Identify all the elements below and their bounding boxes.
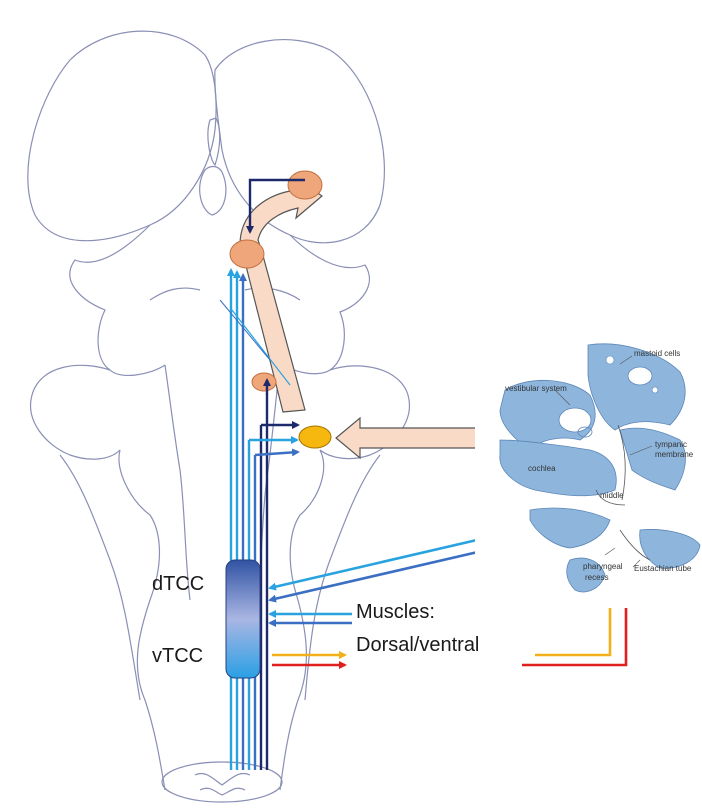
vtcc-label: vTCC <box>152 645 203 667</box>
ascending-fibers <box>219 178 305 770</box>
brainstem-outline <box>27 30 410 803</box>
ear-label-cochlea: cochlea <box>528 464 556 473</box>
ear-label-vestibular: vestibular system <box>505 384 567 393</box>
ear-label-middle: middle <box>600 491 624 500</box>
dtcc-label: dTCC <box>152 573 204 595</box>
muscles-label-line2: Dorsal/ventral <box>356 634 479 656</box>
lower-nucleus <box>251 372 277 392</box>
ear-label-tympanic-1: tympanic <box>655 440 687 449</box>
muscles-label-line1: Muscles: <box>356 601 435 623</box>
ear-diagram: mastoid cells vestibular system tympanic… <box>475 338 702 608</box>
ear-label-eustachian: Eustachian tube <box>634 564 692 573</box>
trigeminal-pathway-arrow <box>239 176 323 413</box>
ear-label-pharyngeal-1: pharyngeal <box>583 562 623 571</box>
ear-label-mastoid: mastoid cells <box>634 349 680 358</box>
ear-label-tympanic-2: membrane <box>655 450 694 459</box>
tcc-column <box>225 559 261 679</box>
vestibular-nucleus-yellow <box>298 425 332 449</box>
ear-label-pharyngeal-2: recess <box>585 573 609 582</box>
upper-nucleus <box>287 170 323 200</box>
middle-nucleus <box>229 239 265 269</box>
